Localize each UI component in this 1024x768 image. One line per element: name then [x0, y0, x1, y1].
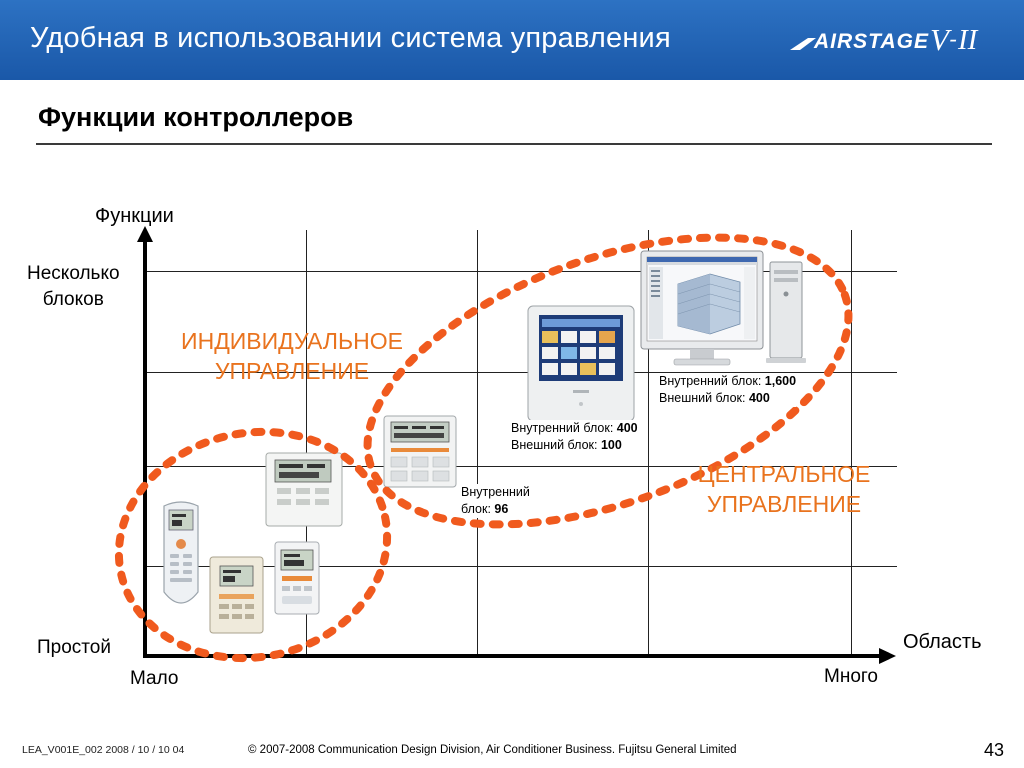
y-axis-title: Функции	[95, 205, 174, 227]
grid-line-vertical	[306, 230, 307, 655]
capacity-caption-medium: Внутренний блок: 400 Внешний блок: 100	[511, 420, 638, 454]
x-axis-title: Область	[903, 631, 982, 653]
x-axis-arrow-icon	[879, 648, 896, 664]
x-axis-right-label: Много	[824, 666, 878, 687]
individual-control-ellipse	[114, 427, 392, 663]
capacity-caption-small: Внутренний блок: 96	[461, 484, 530, 518]
header-title: Удобная в использовании система управлен…	[30, 22, 671, 54]
footer-document-code: LEA_V001E_002 2008 / 10 / 10 04	[22, 744, 185, 756]
individual-control-label-line1: ИНДИВИДУАЛЬНОЕ	[181, 328, 403, 354]
grid-line-horizontal	[145, 271, 897, 272]
x-axis	[143, 654, 881, 658]
central-control-ellipse	[363, 233, 853, 529]
logo-brand: AIRSTAGE	[814, 30, 929, 53]
indoor-count-small: 96	[494, 502, 509, 516]
y-axis-bottom-label: Простой	[37, 637, 111, 658]
y-axis	[143, 240, 147, 658]
central-control-label-line1: ЦЕНТРАЛЬНОЕ	[697, 461, 871, 487]
grid-line-vertical	[851, 230, 852, 655]
y-axis-arrow-icon	[137, 226, 153, 242]
logo-roman: II	[958, 24, 978, 56]
grid-line-vertical	[648, 230, 649, 655]
footer-copyright: © 2007-2008 Communication Design Divisio…	[248, 744, 737, 756]
header-bar: Удобная в использовании система управлен…	[0, 0, 1024, 80]
subtitle-divider	[36, 143, 992, 145]
central-control-label-line2: УПРАВЛЕНИЕ	[706, 491, 862, 517]
square-wired-controller-device	[265, 452, 343, 527]
logo-v: V	[930, 22, 949, 57]
indoor-label: Внутренний блок:	[511, 421, 614, 435]
central-pc-station-device	[640, 250, 806, 366]
grid-line-vertical	[477, 230, 478, 655]
airstage-logo: AIRSTAGE V - II	[790, 20, 1000, 60]
outdoor-label: Внешний блок:	[511, 438, 598, 452]
outdoor-label: Внешний блок:	[659, 391, 746, 405]
standard-wired-controller-device	[274, 541, 320, 615]
individual-control-label-line2: УПРАВЛЕНИЕ	[214, 358, 370, 384]
logo-dash: -	[949, 26, 957, 52]
group-remote-controller-device	[383, 415, 457, 488]
grid-line-horizontal	[145, 566, 897, 567]
indoor-count-medium: 400	[616, 421, 638, 435]
x-axis-left-label: Мало	[130, 668, 179, 689]
outdoor-count-large: 400	[748, 391, 770, 405]
grid-line-horizontal	[145, 372, 897, 373]
y-axis-top-label-line1: Несколько	[27, 263, 120, 284]
indoor-label: Внутренний блок:	[659, 374, 762, 388]
wireless-remote-device	[163, 501, 199, 604]
central-control-label: ЦЕНТРАЛЬНОЕ УПРАВЛЕНИЕ	[678, 459, 890, 519]
simple-wired-controller-device	[209, 556, 264, 634]
grid-line-horizontal	[145, 466, 897, 467]
logo-swoosh-icon	[790, 38, 816, 50]
page-number: 43	[984, 740, 1005, 760]
indoor-count-large: 1,600	[764, 374, 797, 388]
individual-control-label: ИНДИВИДУАЛЬНОЕ УПРАВЛЕНИЕ	[168, 326, 416, 386]
indoor-label-line1: Внутренний	[461, 485, 530, 499]
y-axis-top-label: Несколько блоков	[27, 261, 120, 313]
y-axis-top-label-line2: блоков	[42, 289, 104, 310]
page-subtitle: Функции контроллеров	[38, 102, 354, 132]
touch-panel-controller-device	[527, 305, 635, 422]
indoor-label-line2: блок:	[461, 502, 491, 516]
capacity-caption-large: Внутренний блок: 1,600 Внешний блок: 400	[659, 373, 797, 407]
outdoor-count-medium: 100	[600, 438, 622, 452]
